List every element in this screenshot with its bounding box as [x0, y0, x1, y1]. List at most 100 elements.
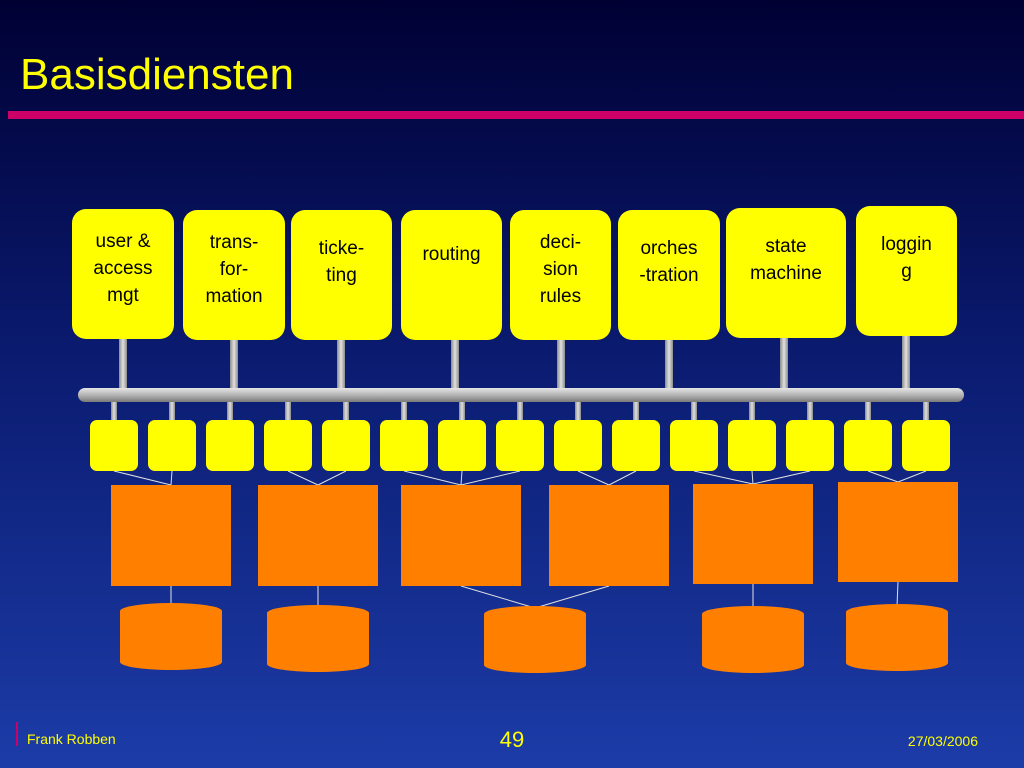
database-cylinder	[120, 603, 222, 670]
database-cylinder	[267, 605, 369, 672]
connector-line	[403, 470, 462, 486]
adapter-boxes	[90, 420, 950, 471]
service-label: machine	[750, 263, 822, 284]
footer-author: Frank Robben	[27, 731, 116, 747]
adapter-stem	[401, 402, 407, 422]
service-stem	[665, 338, 673, 388]
service-label: loggin	[881, 234, 932, 255]
adapter-box	[322, 420, 370, 471]
connector-line	[170, 470, 173, 486]
adapter-stem	[459, 402, 465, 422]
service-label: -tration	[639, 265, 698, 286]
service-box	[618, 210, 720, 340]
database-cylinders	[120, 603, 948, 673]
adapter-box	[786, 420, 834, 471]
application-boxes	[111, 482, 958, 586]
application-box	[693, 484, 813, 584]
adapter-stem	[691, 402, 697, 422]
database-cylinder	[484, 606, 586, 673]
footer-date: 27/03/2006	[907, 733, 978, 749]
connector-line	[897, 470, 927, 483]
adapter-stem	[633, 402, 639, 422]
title-underline	[8, 111, 1024, 119]
service-label: mgt	[107, 285, 139, 306]
service-stem	[230, 338, 238, 388]
adapter-box	[902, 420, 950, 471]
connector-line	[896, 581, 899, 607]
connector-line	[534, 585, 610, 609]
connector-lines	[113, 470, 927, 609]
adapter-box	[380, 420, 428, 471]
database-cylinder	[846, 604, 948, 671]
service-stem	[451, 338, 459, 388]
application-box	[258, 485, 378, 586]
service-label: deci-	[540, 232, 581, 253]
service-label: user &	[96, 231, 151, 252]
service-stem	[780, 336, 788, 388]
adapter-stem	[575, 402, 581, 422]
adapter-box	[670, 420, 718, 471]
connector-line	[867, 470, 899, 483]
service-label: mation	[205, 286, 262, 307]
connector-line	[460, 470, 463, 486]
service-box	[726, 208, 846, 338]
service-stem	[337, 338, 345, 388]
adapter-box	[148, 420, 196, 471]
application-box	[401, 485, 521, 586]
service-label: g	[901, 261, 912, 282]
service-label: for-	[220, 259, 249, 280]
connector-line	[460, 585, 536, 609]
service-bus	[78, 388, 964, 402]
adapter-stem	[865, 402, 871, 422]
database-cylinder	[702, 606, 804, 673]
service-box	[72, 209, 174, 339]
adapter-stem	[749, 402, 755, 422]
adapter-box	[206, 420, 254, 471]
service-label: state	[765, 236, 806, 257]
connector-line	[693, 470, 754, 485]
adapter-stem	[807, 402, 813, 422]
adapter-box	[438, 420, 486, 471]
service-boxes: user &accessmgttrans-for-mationticke-tin…	[72, 206, 957, 340]
service-label: trans-	[210, 232, 259, 253]
service-label: routing	[422, 244, 480, 265]
adapter-stem	[343, 402, 349, 422]
service-label: ticke-	[319, 238, 364, 259]
service-label: sion	[543, 259, 578, 280]
bus-stems	[111, 334, 929, 422]
adapter-box	[264, 420, 312, 471]
adapter-box	[496, 420, 544, 471]
adapter-box	[728, 420, 776, 471]
connector-line	[752, 470, 811, 485]
connector-line	[751, 470, 754, 485]
service-label: rules	[540, 286, 581, 307]
service-box	[510, 210, 611, 340]
service-box	[856, 206, 957, 336]
application-box	[838, 482, 958, 582]
service-stem	[557, 338, 565, 388]
service-stem	[902, 334, 910, 388]
adapter-stem	[111, 402, 117, 422]
service-label: orches	[640, 238, 697, 259]
connector-line	[460, 470, 521, 486]
page-number: 49	[499, 727, 525, 752]
connector-line	[608, 470, 637, 486]
service-box	[291, 210, 392, 340]
service-label: ting	[326, 265, 357, 286]
adapter-stem	[517, 402, 523, 422]
service-stem	[119, 337, 127, 388]
slide-title: Basisdiensten	[20, 50, 294, 99]
connector-line	[317, 470, 347, 486]
connector-line	[287, 470, 319, 486]
adapter-stem	[285, 402, 291, 422]
adapter-box	[612, 420, 660, 471]
adapter-box	[554, 420, 602, 471]
service-box	[401, 210, 502, 340]
footer-accent-bar	[16, 722, 18, 746]
adapter-stem	[923, 402, 929, 422]
bus-bar	[78, 388, 964, 402]
adapter-stem	[169, 402, 175, 422]
adapter-box	[844, 420, 892, 471]
adapter-stem	[227, 402, 233, 422]
